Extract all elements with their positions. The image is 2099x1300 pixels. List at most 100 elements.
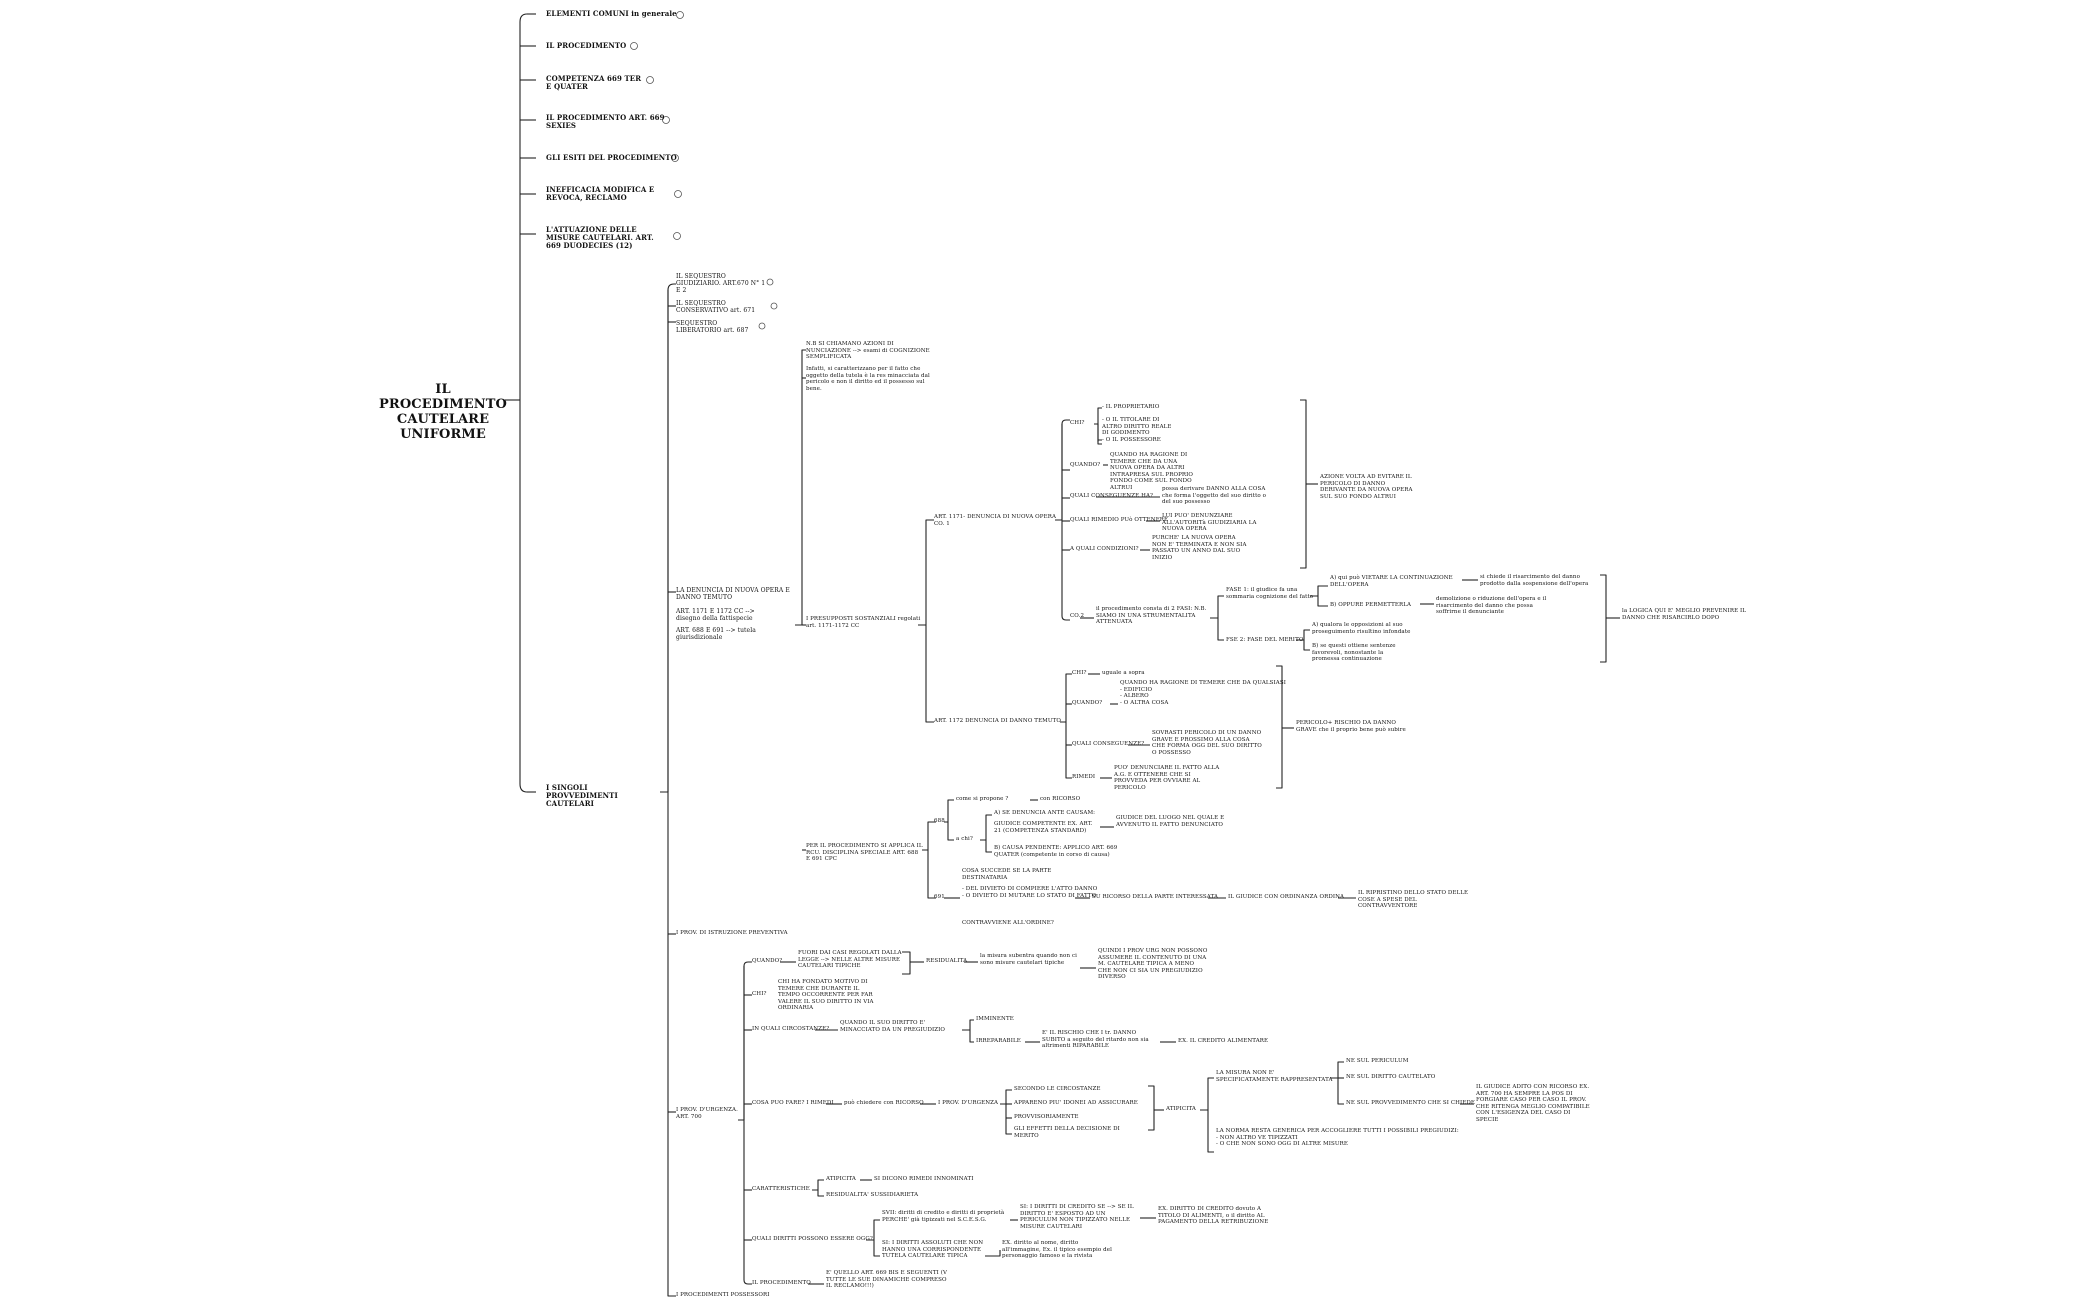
dt-rimedi: RIMEDI [1072, 774, 1096, 780]
ur-opt3: PROVVISORIAMENTE [1014, 1114, 1079, 1120]
collapse-marker-icon [671, 154, 679, 162]
ur-car1-value: SI DICONO RIMEDI INNOMINATI [874, 1176, 974, 1182]
ur-giudice: IL GIUDICE ADITO CON RICORSO EX. ART. 70… [1476, 1084, 1590, 1123]
sequestro-giudiziario[interactable]: IL SEQUESTRO GIUDIZIARIO. ART.670 N° 1 E… [676, 273, 766, 294]
denuncia-title[interactable]: LA DENUNCIA DI NUOVA OPERA E DANNO TEMUT… [676, 587, 790, 601]
ur-imminente: IMMINENTE [976, 1016, 1014, 1022]
ur-d1: SVII: diritti di credito e diritti di pr… [882, 1210, 1005, 1223]
dt-quando-value: QUANDO HA RAGIONE DI TEMERE CHE DA QUALS… [1120, 680, 1287, 706]
procedimento-rcu[interactable]: PER IL PROCEDIMENTO SI APPLICA IL RCU. D… [806, 843, 923, 863]
art-1172-title[interactable]: ART. 1172 DENUNCIA DI DANNO TEMUTO [934, 718, 1062, 724]
ur-irreparabile: IRREPARABILE [976, 1038, 1021, 1044]
no-chi-c: - O IL POSSESSORE [1102, 437, 1161, 443]
branch-elementi-comuni[interactable]: ELEMENTI COMUNI in generale [546, 9, 677, 18]
fase-1-a: A) qui può VIETARE LA CONTINUAZIONE DELL… [1330, 575, 1453, 588]
no-conseguenze-value: possa derivare DANNO ALLA COSA che forma… [1162, 486, 1267, 506]
branch-attuazione[interactable]: L'ATTUAZIONE DELLE MISURE CAUTELARI. ART… [546, 225, 654, 250]
ur-cosa: COSA PUO FARE? I RIMEDI [752, 1100, 834, 1106]
causa-pendente: B) CAUSA PENDENTE: APPLICO ART. 669 QUAT… [994, 845, 1118, 858]
ur-atipicita: ATIPICITA [1166, 1106, 1197, 1112]
no-rimedio: QUALI RIMEDIO PUò OTTENERE [1070, 517, 1169, 523]
giudice-luogo: GIUDICE DEL LUOGO NEL QUALE E AVVENUTO I… [1116, 815, 1225, 828]
intro-nunciazione: N.B SI CHIAMANO AZIONI DI NUNCIAZIONE --… [806, 341, 930, 361]
ur-opt4: GLI EFFETTI DELLA DECISIONE DI MERITO [1014, 1126, 1120, 1139]
ur-procedimento: IL PROCEDIMENTO [752, 1280, 811, 1286]
collapse-marker-icon [770, 302, 778, 310]
giudice-ordina: IL GIUDICE CON ORDINANZA ORDINA [1228, 894, 1345, 900]
ur-diritti: QUALI DIRITTI POSSONO ESSERE OGG? [752, 1236, 873, 1242]
ripristino: IL RIPRISTINO DELLO STATO DELLE COSE A S… [1358, 890, 1469, 910]
fase-1-a-value: si chiede il risarcimento del danno prod… [1480, 574, 1589, 587]
ur-opt2: APPARENO PIU' IDONEI AD ASSICURARE [1014, 1100, 1138, 1106]
ur-chi: CHI? [752, 991, 767, 997]
dt-chi-value: uguale a sopra [1102, 670, 1145, 676]
ur-d2: SI: I DIRITTI ASSOLUTI CHE NON HANNO UNA… [882, 1240, 984, 1260]
fase-2: FSE 2: FASE DEL MERITO [1226, 637, 1304, 643]
collapse-marker-icon [766, 278, 774, 286]
presupposti-sostanziali[interactable]: I PRESUPPOSTI SOSTANZIALI regolati art. … [806, 616, 921, 629]
fase-2-b: B) se questi ottiene sentenze favorevoli… [1312, 643, 1396, 663]
art-688: 688 [934, 818, 945, 824]
branch-procedimento-sexies[interactable]: IL PROCEDIMENTO ART. 669 SEXIES [546, 113, 665, 130]
sequestro-liberatorio[interactable]: SEQUESTRO LIBERATORIO art. 687 [676, 320, 749, 334]
ur-ne1: NE SUL PERICULUM [1346, 1058, 1409, 1064]
fase-1-b: B) OPPURE PERMETTERLA [1330, 602, 1412, 608]
denuncia-art1: ART. 1171 E 1172 CC --> disegno della fa… [676, 608, 755, 622]
urgenza-title[interactable]: I PROV. D'URGENZA. ART. 700 [676, 1107, 738, 1120]
intro-oggetto-tutela: Infatti, si caratterizzano per il fatto … [806, 366, 930, 392]
ur-d2-value: EX. diritto al nome, diritto all'immagin… [1002, 1240, 1112, 1260]
no-azione-note: AZIONE VOLTA AD EVITARE IL PERICOLO DI D… [1320, 474, 1413, 500]
art-1171-title[interactable]: ART. 1171- DENUNCIA DI NUOVA OPERA CO. 1 [934, 514, 1057, 527]
no-quando-value: QUANDO HA RAGIONE DI TEMERE CHE DA UNA N… [1110, 452, 1193, 491]
sequestro-conservativo[interactable]: IL SEQUESTRO CONSERVATIVO art. 671 [676, 300, 756, 314]
no-chi: CHI? [1070, 420, 1085, 426]
ur-circostanze: IN QUALI CIRCOSTANZE? [752, 1026, 830, 1032]
ur-misura: LA MISURA NON E' SPECIFICATAMENTE RAPPRE… [1216, 1070, 1333, 1083]
come-si-propone: come si propone ? [956, 796, 1009, 802]
ur-circostanze-value: QUANDO IL SUO DIRITTO E' MINACCIATO DA U… [840, 1020, 946, 1033]
cosa-succede: COSA SUCCEDE SE LA PARTE DESTINATARIA [962, 868, 1052, 881]
istruzione-preventiva[interactable]: I PROV. DI ISTRUZIONE PREVENTIVA [676, 930, 788, 936]
ur-opt1: SECONDO LE CIRCOSTANZE [1014, 1086, 1101, 1092]
ur-ne3: NE SUL PROVVEDIMENTO CHE SI CHIEDE [1346, 1100, 1476, 1106]
branch-procedimento[interactable]: IL PROCEDIMENTO [546, 41, 627, 50]
dt-conseguenze: QUALI CONSEGUENZE? [1072, 741, 1145, 747]
logica-note: la LOGICA QUI E' MEGLIO PREVENIRE IL DAN… [1622, 608, 1747, 621]
branch-competenza[interactable]: COMPETENZA 669 TER E QUATER [546, 74, 642, 91]
dt-rimedi-value: PUO' DENUNCIARE IL FATTO ALLA A.G. E OTT… [1114, 765, 1220, 791]
ur-quando: QUANDO? [752, 958, 783, 964]
branch-esiti[interactable]: GLI ESITI DEL PROCEDIMENTO [546, 153, 677, 162]
ur-d1-value: SI: I DIRITTI DI CREDITO SE --> SE IL DI… [1020, 1204, 1134, 1230]
dt-conseguenze-value: SOVRASTI PERICOLO DI UN DANNO GRAVE E PR… [1152, 730, 1262, 756]
no-rimedio-value: LUI PUO' DENUNZIARE ALL'AUTORITà GIUDIZI… [1162, 513, 1257, 533]
fase-2-a: A) qualora le opposizioni al suo prosegu… [1312, 622, 1411, 635]
denuncia-art2: ART. 688 E 691 --> tutela giurisdizional… [676, 627, 756, 641]
ur-ne2: NE SUL DIRITTO CAUTELATO [1346, 1074, 1436, 1080]
no-condizioni: A QUALI CONDIZIONI? [1070, 546, 1139, 552]
collapse-marker-icon [630, 42, 638, 50]
no-conseguenze: QUALI CONSEGUENZE HA? [1070, 493, 1154, 499]
ur-irreparabile-value: E' IL RISCHIO CHE I tr. DANNO SUBITO a s… [1042, 1030, 1149, 1050]
collapse-marker-icon [662, 116, 670, 124]
root-topic[interactable]: IL PROCEDIMENTO CAUTELARE UNIFORME [379, 382, 507, 442]
branch-inefficacia[interactable]: INEFFICACIA MODIFICA E REVOCA, RECLAMO [546, 185, 655, 202]
ur-caratteristiche: CARATTERISTICHE [752, 1186, 810, 1192]
fase-1-b-value: demolizione o riduzione dell'opera e il … [1436, 596, 1547, 616]
collapse-marker-icon [674, 190, 682, 198]
cosa-succede-value: - DEL DIVIETO DI COMPIERE L'ATTO DANNO -… [962, 886, 1098, 899]
co2: CO.2 [1070, 613, 1085, 619]
ur-procedimento-value: E' QUELLO ART. 669 BIS E SEGUENTI (V TUT… [826, 1270, 948, 1290]
ur-car2: RESIDUALITA' SUSSIDIARIETA [826, 1192, 919, 1198]
branch-singoli-provvedimenti[interactable]: I SINGOLI PROVVEDIMENTI CAUTELARI [546, 783, 618, 808]
no-condizioni-value: PURCHE' LA NUOVA OPERA NON E' TERMINATA … [1152, 535, 1247, 561]
su-ricorso: SU RICORSO DELLA PARTE INTERESSATA [1092, 894, 1219, 900]
ante-causam: A) SE DENUNCIA ANTE CAUSAM: [994, 810, 1096, 816]
ur-d1-note: EX. DIRITTO DI CREDITO dovuto A TITOLO D… [1158, 1206, 1269, 1226]
ur-residualita-note: QUINDI I PROV URG NON POSSONO ASSUMERE I… [1098, 948, 1208, 981]
co2-value: il procedimento consta di 2 FASI: N.B. S… [1096, 606, 1207, 626]
collapse-marker-icon [673, 232, 681, 240]
collapse-marker-icon [758, 322, 766, 330]
procedimenti-possessori[interactable]: I PROCEDIMENTI POSSESSORI [676, 1292, 770, 1298]
